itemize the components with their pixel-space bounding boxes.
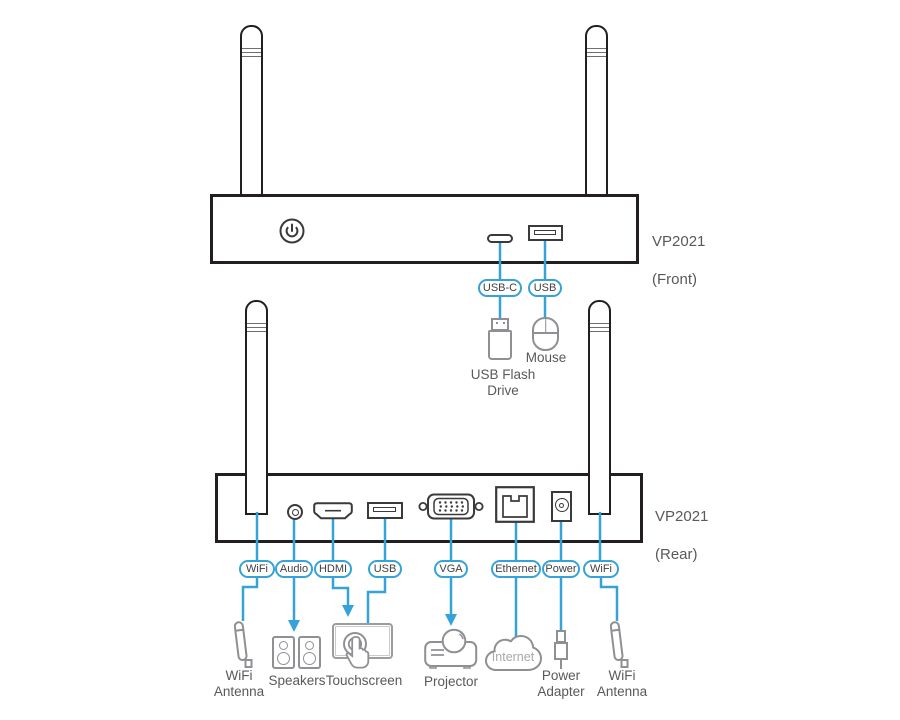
power-adapter-icon bbox=[552, 630, 570, 670]
audio-port-hole bbox=[291, 508, 299, 516]
front-left-antenna bbox=[240, 25, 263, 196]
arrow-audio bbox=[288, 620, 300, 632]
rear-right-antenna bbox=[588, 300, 611, 515]
power-port-barrel bbox=[554, 498, 569, 512]
usb-a-port-rear bbox=[367, 502, 403, 519]
badge-wifi-left-label: WiFi bbox=[246, 563, 268, 575]
rear-view: (Rear) bbox=[655, 546, 698, 563]
badge-usb-c-label: USB-C bbox=[482, 282, 518, 294]
speaker-box bbox=[272, 636, 295, 669]
antenna-joint-lines bbox=[587, 48, 606, 59]
badge-usb-rear-label: USB bbox=[373, 563, 397, 575]
front-view: (Front) bbox=[652, 271, 697, 288]
mouse-label: Mouse bbox=[525, 350, 567, 365]
hdmi-port bbox=[313, 502, 353, 520]
badge-hdmi: HDMI bbox=[314, 560, 352, 578]
line-usb-rear-down bbox=[366, 578, 387, 624]
antenna-joint-lines bbox=[590, 323, 609, 334]
badge-vga-label: VGA bbox=[439, 563, 463, 575]
badge-usb-rear: USB bbox=[368, 560, 402, 578]
mouse-icon bbox=[532, 317, 559, 351]
power-port-pin bbox=[559, 502, 564, 508]
wifi-antenna-left-label: WiFi Antenna bbox=[213, 668, 265, 699]
rear-model: VP2021 bbox=[655, 508, 709, 525]
badge-wifi-right-label: WiFi bbox=[590, 563, 612, 575]
projector-icon bbox=[424, 628, 478, 669]
badge-wifi-left: WiFi bbox=[239, 560, 275, 578]
usb-tongue bbox=[373, 507, 396, 512]
badge-ethernet-label: Ethernet bbox=[495, 563, 537, 575]
flash-body bbox=[488, 330, 512, 360]
badge-usb-front-label: USB bbox=[533, 282, 557, 294]
speakers-label: Speakers bbox=[268, 673, 326, 688]
internet-cloud-icon bbox=[484, 634, 543, 671]
usb-a-port-front bbox=[528, 225, 563, 241]
speakers-icon bbox=[272, 636, 321, 669]
badge-wifi-right: WiFi bbox=[583, 560, 619, 578]
badge-power-label: Power bbox=[545, 563, 577, 575]
usb-c-port bbox=[487, 234, 513, 243]
power-button-icon bbox=[279, 218, 305, 244]
usb-tongue bbox=[534, 229, 556, 235]
line-wifi-left-down bbox=[241, 578, 259, 621]
rear-left-antenna bbox=[245, 300, 268, 515]
speaker-box bbox=[298, 636, 321, 669]
projector-label: Projector bbox=[423, 674, 479, 689]
power-port bbox=[551, 491, 572, 522]
badge-usb-front: USB bbox=[528, 279, 562, 297]
antenna-joint-lines bbox=[242, 48, 261, 59]
wifi-antenna-right-icon bbox=[609, 621, 629, 668]
usb-flash-drive-label: USB Flash Drive bbox=[470, 367, 536, 398]
badge-usb-c: USB-C bbox=[478, 279, 522, 297]
badge-hdmi-label: HDMI bbox=[318, 563, 348, 575]
line-hdmi-down bbox=[331, 578, 350, 607]
touchscreen-label: Touchscreen bbox=[325, 673, 403, 688]
vga-port bbox=[418, 493, 484, 520]
badge-audio-label: Audio bbox=[279, 563, 309, 575]
ethernet-port bbox=[495, 486, 535, 523]
arrow-vga bbox=[445, 614, 457, 626]
rear-device-label: VP2021 (Rear) bbox=[655, 488, 708, 583]
badge-audio: Audio bbox=[275, 560, 313, 578]
device-front-panel bbox=[210, 194, 639, 264]
antenna-joint-lines bbox=[247, 323, 266, 334]
wifi-antenna-right-label: WiFi Antenna bbox=[596, 668, 648, 699]
line-wifi-right-down bbox=[599, 578, 619, 621]
audio-port bbox=[287, 504, 303, 520]
front-device-label: VP2021 (Front) bbox=[652, 213, 705, 308]
arrow-hdmi bbox=[342, 605, 354, 617]
front-right-antenna bbox=[585, 25, 608, 196]
badge-vga: VGA bbox=[434, 560, 468, 578]
badge-ethernet: Ethernet bbox=[491, 560, 541, 578]
power-adapter-label: Power Adapter bbox=[537, 668, 585, 699]
touch-gesture-icon bbox=[343, 632, 370, 669]
wifi-antenna-left-icon bbox=[233, 621, 253, 668]
internet-cloud-label: Internet bbox=[491, 650, 535, 664]
badge-power: Power bbox=[542, 560, 580, 578]
usb-flash-drive-icon bbox=[488, 318, 512, 360]
front-model: VP2021 bbox=[652, 233, 706, 250]
